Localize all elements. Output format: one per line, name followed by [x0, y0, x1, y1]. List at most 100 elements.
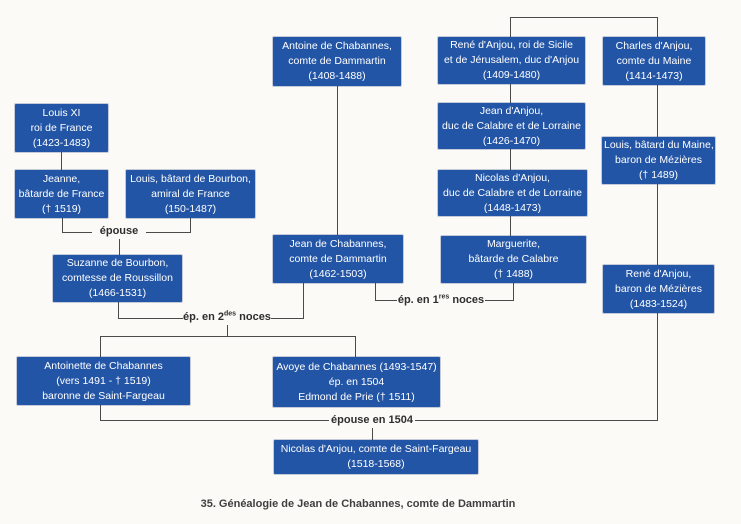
marriage-label-epouse: épouse	[92, 224, 146, 239]
connector-line	[62, 218, 63, 233]
connector-line	[513, 283, 514, 301]
marriage-label-text: noces	[449, 294, 485, 306]
marriage-label-text: noces	[236, 311, 271, 323]
marriage-label-text: épouse	[99, 225, 139, 237]
person-box-nicolas-anjou-saint-fargeau: Nicolas d'Anjou, comte de Saint-Fargeau …	[274, 440, 478, 474]
person-name: Antoine de Chabannes,	[282, 40, 392, 52]
person-box-louis-xi: Louis XI roi de France (1423-1483)	[15, 104, 108, 152]
person-box-jean-anjou-calabre: Jean d'Anjou, duc de Calabre et de Lorra…	[438, 103, 585, 149]
person-title: roi de France	[30, 121, 93, 134]
connector-line	[657, 184, 658, 265]
connector-line	[337, 86, 338, 235]
person-box-louis-batard-bourbon: Louis, bâtard de Bourbon, amiral de Fran…	[126, 170, 255, 218]
person-name: Jean de Chabannes,	[289, 237, 387, 250]
person-name: René d'Anjou,	[625, 267, 692, 280]
person-box-antoine-chabannes: Antoine de Chabannes, comte de Dammartin…	[273, 37, 401, 86]
person-dates: († 1489)	[638, 169, 679, 181]
person-box-antoinette-chabannes: Antoinette de Chabannes (vers 1491 - † 1…	[17, 357, 190, 405]
person-spouse: Edmond de Prie († 1511)	[298, 390, 415, 403]
person-dates: (1518-1568)	[347, 458, 405, 470]
connector-line	[118, 302, 119, 319]
person-box-rene-anjou-mezieres: René d'Anjou, baron de Mézières (1483-15…	[603, 265, 714, 313]
marriage-label-1res-noces: ép. en 1res noces	[397, 293, 485, 308]
person-marriage: ép. en 1504	[328, 375, 385, 388]
person-dates: (1409-1480)	[482, 69, 541, 81]
person-dates: (1462-1503)	[309, 267, 367, 280]
connector-line	[657, 313, 658, 421]
person-title: duc de Calabre et de Lorraine	[442, 119, 581, 132]
person-name: Marguerite,	[486, 238, 541, 250]
person-title: bâtarde de Calabre	[468, 253, 559, 265]
connector-line	[510, 149, 511, 170]
person-title: amiral de France	[151, 187, 230, 200]
person-dates: († 1488)	[493, 268, 534, 280]
connector-line	[657, 85, 658, 137]
person-dates: (1466-1531)	[88, 287, 147, 299]
person-title: baron de Mézières	[615, 282, 702, 295]
person-name: Jeanne,	[42, 172, 81, 185]
connector-line	[100, 336, 101, 357]
person-name: Louis, bâtard de Bourbon,	[130, 172, 251, 185]
person-name: Nicolas d'Anjou, comte de Saint-Fargeau	[280, 443, 472, 455]
person-box-suzanne-bourbon: Suzanne de Bourbon, comtesse de Roussill…	[53, 255, 182, 302]
connector-line	[227, 318, 228, 336]
person-name: Avoye de Chabannes (1493-1547)	[276, 360, 437, 373]
person-name: Antoinette de Chabannes	[44, 359, 163, 372]
connector-line	[657, 17, 658, 38]
person-dates: (1408-1488)	[308, 70, 366, 82]
connector-line	[510, 216, 511, 236]
connector-line	[190, 218, 191, 233]
connector-line	[510, 17, 511, 37]
person-name: René d'Anjou, roi de Sicile	[450, 39, 573, 51]
person-title: baronne de Saint-Fargeau	[42, 389, 165, 402]
person-dates: (1483-1524)	[629, 297, 688, 310]
person-box-marguerite-calabre: Marguerite, bâtarde de Calabre († 1488)	[441, 236, 586, 283]
person-box-charles-anjou-maine: Charles d'Anjou, comte du Maine (1414-14…	[603, 37, 705, 85]
connector-line	[372, 420, 373, 440]
marriage-label-text: ép. en 1	[397, 294, 439, 306]
person-box-avoye-chabannes: Avoye de Chabannes (1493-1547) ép. en 15…	[273, 357, 440, 407]
person-title: comte de Dammartin	[289, 252, 387, 265]
person-name: Louis, bâtard du Maine,	[604, 139, 714, 151]
marriage-label-2des-noces: ép. en 2des noces	[183, 310, 271, 325]
person-dates: (150-1487)	[164, 202, 217, 215]
person-title: comte du Maine	[616, 54, 692, 67]
figure-caption: 35. Généalogie de Jean de Chabannes, com…	[200, 498, 516, 510]
connector-line	[100, 336, 356, 337]
person-name: Jean d'Anjou,	[479, 104, 544, 117]
connector-line	[375, 283, 376, 301]
superscript-text: des	[224, 310, 237, 318]
marriage-label-text: ép. en 2	[183, 311, 225, 323]
connector-line	[61, 152, 62, 170]
marriage-label-text: épouse en 1504	[331, 414, 413, 426]
person-name: Suzanne de Bourbon,	[66, 257, 169, 269]
person-box-jean-chabannes: Jean de Chabannes, comte de Dammartin (1…	[273, 235, 403, 283]
person-title: et de Jérusalem, duc d'Anjou	[443, 54, 580, 66]
person-name: Louis XI	[42, 106, 81, 119]
connector-line	[303, 283, 304, 319]
person-title: bâtarde de France	[18, 187, 105, 200]
connector-line	[100, 405, 101, 421]
person-dates: († 1519)	[41, 202, 82, 215]
person-title: duc de Calabre et de Lorraine	[443, 186, 582, 199]
connector-line	[119, 232, 120, 255]
connector-line	[510, 17, 658, 18]
person-box-nicolas-anjou-calabre: Nicolas d'Anjou, duc de Calabre et de Lo…	[438, 170, 587, 216]
person-box-louis-batard-maine: Louis, bâtard du Maine, baron de Mézière…	[602, 137, 715, 184]
person-title: comte de Dammartin	[288, 55, 386, 67]
person-box-jeanne-batarde-france: Jeanne, bâtarde de France († 1519)	[15, 170, 108, 218]
superscript-text: res	[438, 293, 450, 301]
person-box-rene-anjou-sicile: René d'Anjou, roi de Sicile et de Jérusa…	[438, 37, 585, 84]
person-dates: (1414-1473)	[625, 69, 683, 82]
connector-line	[510, 84, 511, 103]
connector-line	[355, 336, 356, 357]
person-dates: (1426-1470)	[482, 134, 541, 147]
marriage-label-epouse-1504: épouse en 1504	[329, 413, 415, 428]
person-name: Charles d'Anjou,	[615, 39, 693, 52]
person-title: baron de Mézières	[615, 154, 702, 166]
person-title: comtesse de Roussillon	[62, 272, 173, 284]
person-name: Nicolas d'Anjou,	[475, 171, 550, 184]
person-dates: (1423-1483)	[32, 136, 91, 149]
person-dates: (vers 1491 - † 1519)	[56, 374, 151, 387]
